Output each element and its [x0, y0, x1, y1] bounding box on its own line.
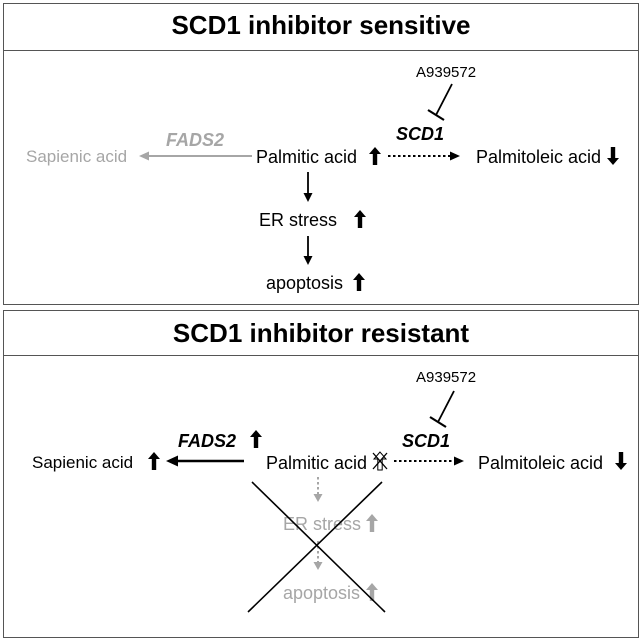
palmitic-acid-label: Palmitic acid	[266, 453, 368, 473]
palmitoleic-acid-label: Palmitoleic acid	[478, 453, 604, 473]
inhibitor-label: A939572	[416, 369, 477, 386]
palmitoleic-acid-label: Palmitoleic acid	[476, 147, 602, 167]
er-stress-label: ER stress	[259, 210, 338, 230]
crossed-up-arrow-icon	[372, 451, 388, 471]
scd1-label: SCD1	[402, 431, 451, 451]
fads2-label: FADS2	[166, 130, 225, 150]
inhibition-icon	[429, 390, 455, 428]
title-divider	[4, 355, 638, 356]
title-divider	[4, 50, 638, 51]
inhibitor-label: A939572	[416, 64, 477, 81]
dotted-down-arrow-icon	[313, 477, 323, 502]
down-arrow-icon	[607, 147, 619, 165]
down-arrow-icon	[615, 452, 627, 470]
panel-sensitive: SCD1 inhibitor sensitive A939572 SCD1 FA…	[3, 3, 639, 305]
fads2-label: FADS2	[178, 431, 237, 451]
sapienic-acid-label: Sapienic acid	[26, 147, 128, 166]
apoptosis-label: apoptosis	[266, 273, 344, 293]
pathway-diagram	[148, 390, 627, 613]
up-arrow-icon	[369, 147, 381, 165]
panel-title: SCD1 inhibitor sensitive	[171, 10, 471, 40]
up-arrow-icon	[250, 430, 262, 448]
up-arrow-icon	[353, 273, 365, 291]
down-arrow-icon	[303, 172, 313, 202]
up-arrow-icon	[148, 452, 160, 470]
dotted-down-arrow-icon	[313, 541, 323, 570]
er-stress-label: ER stress	[283, 514, 362, 534]
up-arrow-icon	[354, 210, 366, 228]
scd1-arrow-icon	[394, 456, 464, 466]
fads2-arrow-icon	[139, 151, 252, 161]
apoptosis-label: apoptosis	[283, 583, 361, 603]
cross-out-icon	[247, 481, 386, 613]
pathway-diagram	[139, 83, 619, 291]
scd1-arrow-icon	[388, 151, 460, 161]
up-arrow-icon	[366, 583, 378, 601]
down-arrow-icon	[303, 236, 313, 265]
fads2-arrow-icon	[166, 455, 244, 467]
up-arrow-icon	[366, 514, 378, 532]
inhibition-icon	[427, 83, 453, 121]
sapienic-acid-label: Sapienic acid	[32, 453, 134, 472]
panel-title: SCD1 inhibitor resistant	[172, 318, 470, 348]
scd1-label: SCD1	[396, 124, 445, 144]
palmitic-acid-label: Palmitic acid	[256, 147, 358, 167]
panel-resistant: SCD1 inhibitor resistant A939572 SCD1 FA…	[3, 310, 639, 638]
